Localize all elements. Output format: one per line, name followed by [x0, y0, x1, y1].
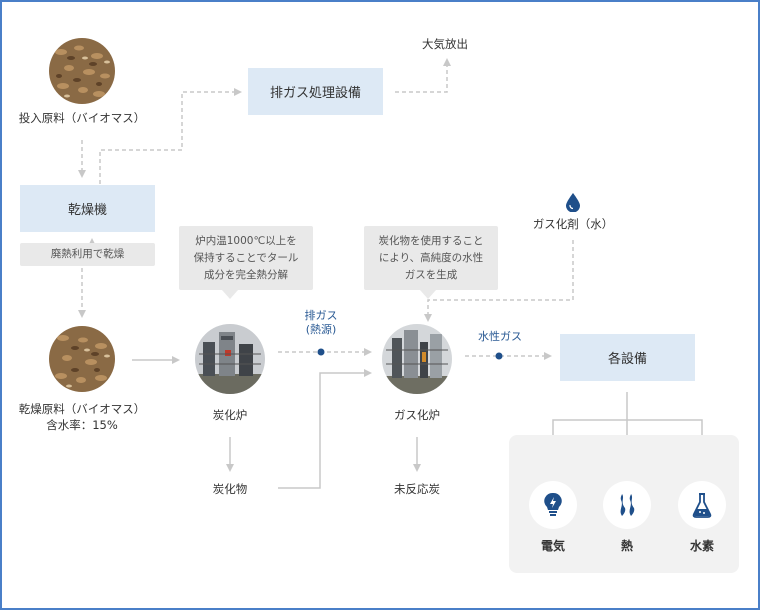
water-gas-label: 水性ガス	[478, 330, 522, 343]
dried-material-image	[49, 326, 115, 392]
arrow-agent-to-gasifier	[424, 240, 574, 322]
output-hydrogen	[678, 481, 726, 529]
water-drop-icon	[566, 193, 580, 212]
carbonizer-label: 炭化炉	[212, 408, 248, 422]
arrow-char-to-gasifier	[278, 369, 372, 489]
exhaust-gas-dot	[317, 348, 325, 356]
gasifier-note-pointer	[420, 290, 436, 299]
flask-icon	[692, 493, 712, 518]
gasifier-image	[382, 324, 452, 394]
flame-icon	[620, 494, 635, 516]
atmosphere-label: 大気放出	[422, 37, 468, 51]
output-heat	[603, 481, 651, 529]
arrow-exhaust-to-atmosphere	[395, 58, 451, 93]
gasifier-note: 炭化物を使用すること により、高純度の水性 ガスを生成	[364, 226, 498, 290]
dryer-box: 乾燥機	[20, 185, 155, 232]
raw-material-label: 投入原料（バイオマス）	[18, 111, 146, 125]
raw-material-image	[49, 38, 115, 104]
output-electricity-label: 電気	[540, 539, 565, 553]
output-hydrogen-label: 水素	[689, 539, 714, 553]
lightbulb-icon	[544, 492, 562, 516]
unreacted-char-label: 未反応炭	[394, 482, 440, 496]
carbonizer-note-pointer	[222, 290, 238, 299]
dried-material-label: 乾燥原料（バイオマス）	[18, 402, 146, 416]
gasifying-agent-label: ガス化剤（水）	[532, 217, 614, 231]
exhaust-treatment-box: 排ガス処理設備	[248, 68, 383, 115]
output-electricity	[529, 481, 577, 529]
output-heat-label: 熱	[620, 539, 633, 553]
char-label: 炭化物	[212, 482, 248, 496]
water-gas-dot	[495, 352, 503, 360]
facilities-box: 各設備	[560, 334, 695, 381]
exhaust-gas-label: 排ガス (熱源)	[304, 309, 338, 336]
moisture-content-label: 含水率：15%	[46, 418, 118, 432]
arrow-dryer-to-exhaust	[99, 88, 242, 184]
carbonizer-image	[195, 324, 265, 394]
dryer-note: 廃熱利用で乾燥	[20, 243, 155, 266]
carbonizer-note: 炉内温1000℃以上を 保持することでタール 成分を完全熱分解	[179, 226, 313, 290]
gasifier-label: ガス化炉	[394, 408, 440, 422]
